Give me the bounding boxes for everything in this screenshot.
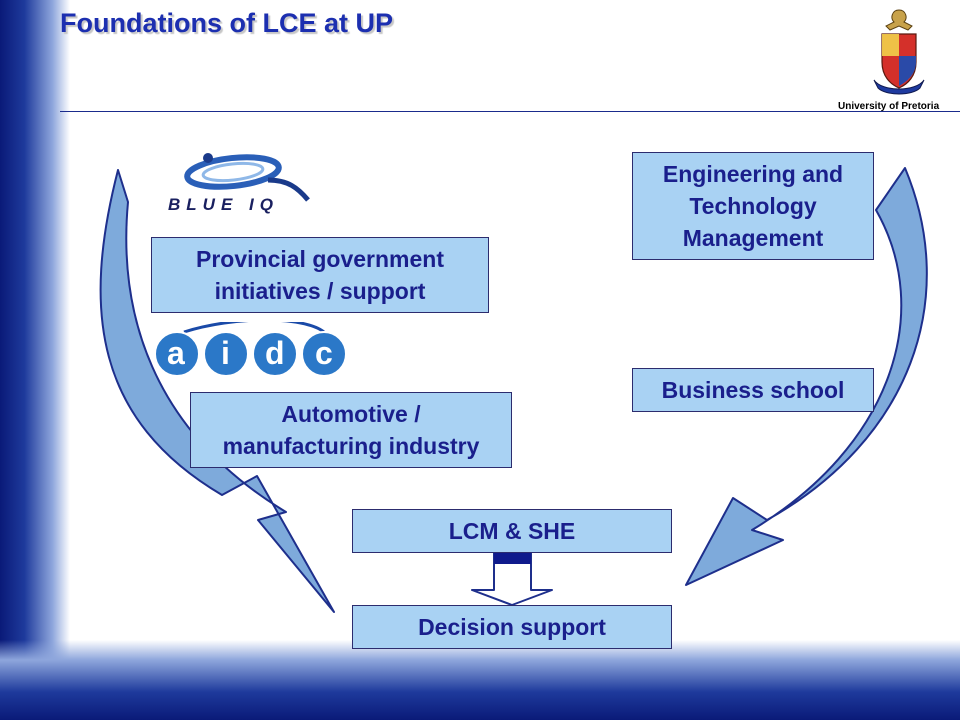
bottom-gradient-band <box>0 640 960 720</box>
blue-iq-wordmark: BLUE IQ <box>168 195 279 214</box>
engineering-technology-box: Engineering and Technology Management <box>632 152 874 260</box>
aidc-logo-icon: a i d c <box>154 322 354 384</box>
lcm-she-box: LCM & SHE <box>352 509 672 553</box>
business-school-box: Business school <box>632 368 874 412</box>
engineering-line-2: Technology <box>689 193 817 219</box>
right-curved-arrow <box>685 167 928 586</box>
decision-support-box: Decision support <box>352 605 672 649</box>
provincial-line-2: initiatives / support <box>214 278 426 304</box>
engineering-line-3: Management <box>682 225 824 251</box>
blue-iq-logo-icon <box>184 153 310 202</box>
business-school-label: Business school <box>661 377 845 403</box>
lcm-she-label: LCM & SHE <box>448 518 576 544</box>
left-curved-arrow <box>99 169 335 613</box>
university-name: University of Pretoria <box>838 101 940 112</box>
aidc-letter-d: d <box>265 335 285 371</box>
provincial-government-box: Provincial government initiatives / supp… <box>151 237 489 313</box>
automotive-line-2: manufacturing industry <box>222 433 480 459</box>
aidc-letter-a: a <box>167 335 185 371</box>
left-gradient-band <box>0 0 70 720</box>
university-crest-icon <box>873 9 925 95</box>
title-divider <box>60 111 960 112</box>
aidc-letter-i: i <box>221 335 230 371</box>
automotive-industry-box: Automotive / manufacturing industry <box>190 392 512 468</box>
aidc-letter-c: c <box>315 335 333 371</box>
decision-support-label: Decision support <box>418 614 606 640</box>
automotive-line-1: Automotive / <box>281 401 421 427</box>
slide-title: Foundations of LCE at UP <box>60 8 393 38</box>
down-arrow-cap <box>494 553 531 564</box>
engineering-line-1: Engineering and <box>662 161 844 187</box>
provincial-line-1: Provincial government <box>196 246 444 272</box>
